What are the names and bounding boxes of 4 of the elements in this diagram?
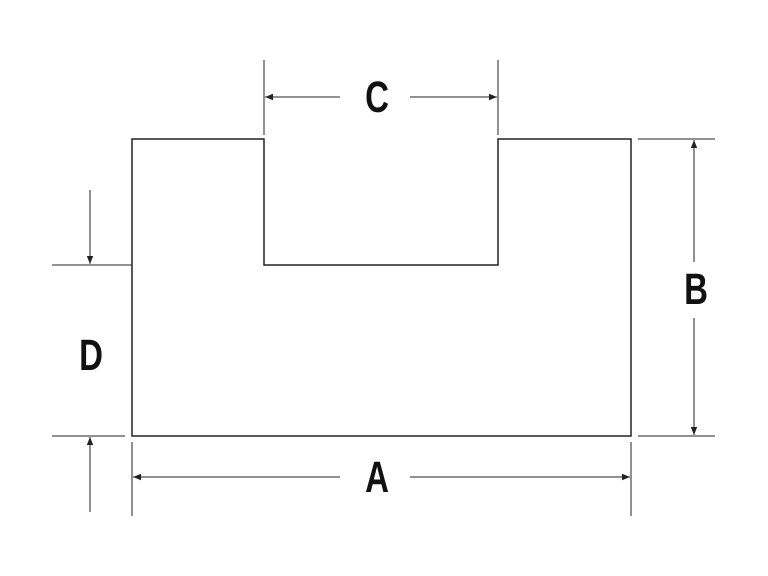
dimension-label: A — [364, 456, 390, 500]
dimension-label: D — [78, 334, 104, 378]
dimension-label: C — [364, 76, 390, 120]
dimension-label: B — [683, 268, 709, 312]
